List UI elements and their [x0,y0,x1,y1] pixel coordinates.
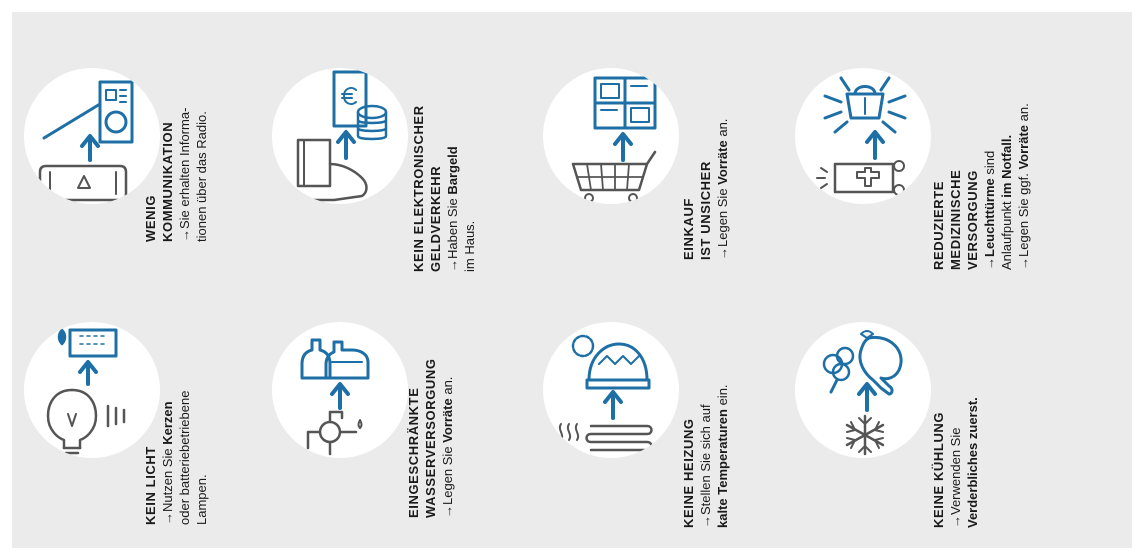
item-text-block: KEINE KÜHLUNG →Verwenden Sie Verderblich… [930,318,981,528]
item-text-bold: Bargeld [445,146,460,195]
arrow-icon: → [160,512,175,525]
item-title: KOMMUNIKATION [160,121,175,242]
item-text: an. [715,118,730,141]
arrow-icon: → [177,229,192,242]
item-body-line: Verderbliches zuerst. [964,318,981,528]
item-text: Haben Sie [445,194,460,259]
item-text: Stellen Sie sich auf [698,404,713,515]
item-title: EINKAUF [681,198,696,260]
item-title: KEIN LICHT [143,446,158,525]
item-text-block: WENIG KOMMUNIKATION →Sie erhalten Inform… [142,42,210,242]
item-title: WENIG [143,194,158,242]
phone-radio-icon [24,68,160,204]
arrow-icon: → [698,515,713,528]
item-body-line: →Legen Sie Vorräte an. [439,298,456,518]
item-text-block: KEINE HEIZUNG →Stellen Sie sich auf kalt… [680,318,731,528]
item-text-bold: Vorräte [440,398,455,443]
item-body-line: →Haben Sie Bargeld [444,32,461,272]
item-text: Verwenden Sie [948,427,963,515]
item-body-line: →Stellen Sie sich auf [697,318,714,528]
snowflake-food-icon [795,322,931,458]
item-text-bold: Kerzen [160,401,175,445]
item-text-bold: Vorräte [1016,124,1031,170]
arrow-icon: → [440,505,455,518]
item-text-bold: Vorräte [715,140,730,185]
item-text: oder batteriebetriebene [177,390,192,525]
item-body-line: →Leuchttürme sind [981,20,998,270]
item-body-line: →Verwenden Sie [947,318,964,528]
item-body-line: oder batteriebetriebene [176,325,193,525]
item-text: ein. [715,384,730,410]
item-text: tionen über das Radio. [194,111,209,242]
lightbulb-candle-icon [24,322,160,458]
cart-shelves-icon [543,68,679,204]
item-text: an. [1016,103,1031,125]
item-text: Sie erhalten Informa- [177,107,192,229]
item-title: KEINE HEIZUNG [681,418,696,528]
item-title: KEINE KÜHLUNG [931,411,946,528]
item-text: an. [440,376,455,399]
heater-hat-icon [543,322,679,458]
arrow-icon: → [715,247,730,260]
item-body-line: →Legen Sie ggf. Vorräte an. [1015,20,1032,270]
item-title: EINGESCHRÄNKTE [406,387,421,518]
item-title: MEDIZINISCHE [948,169,963,270]
item-body-line: →Sie erhalten Informa- [176,42,193,242]
item-title: VERSORGUNG [965,170,980,270]
item-text-bold: Verderbliches zuerst. [965,397,980,528]
item-text-block: EINGESCHRÄNKTE WASSERVERSORGUNG →Legen S… [405,298,456,518]
item-body-line: →Legen Sie Vorräte an. [714,60,731,260]
arrow-icon: → [948,515,963,528]
item-title: IST UNSICHER [698,161,713,260]
item-text-block: KEIN ELEKTRONISCHER GELDVERKEHR →Haben S… [410,32,478,272]
item-text: Legen Sie [715,184,730,247]
card-cash-icon [272,68,408,204]
item-body-line: Anlaufpunkt im Notfall. [998,20,1015,270]
item-text-bold: im Notfall. [999,134,1014,198]
item-body-line: tionen über das Radio. [193,42,210,242]
item-title: KEIN ELEKTRONISCHER [411,105,426,272]
item-text: Lampen. [194,474,209,525]
item-text-bold: kalte Temperaturen [715,409,730,528]
item-text: Legen Sie ggf. [1016,169,1031,257]
item-body-line: kalte Temperaturen ein. [714,318,731,528]
arrow-icon: → [982,257,997,270]
arrow-icon: → [1016,257,1031,270]
item-text-bold: Leuchttürme [982,178,997,257]
item-text: sind [982,150,997,179]
water-pump-bottles-icon [272,322,408,458]
item-text-block: REDUZIERTE MEDIZINISCHE VERSORGUNG →Leuc… [930,20,1032,270]
item-body-line: Lampen. [193,325,210,525]
item-text: Anlaufpunkt [999,197,1014,270]
item-body-line: →Nutzen Sie Kerzen [159,325,176,525]
item-text-block: EINKAUF IST UNSICHER →Legen Sie Vorräte … [680,60,731,260]
arrow-icon: → [445,259,460,272]
item-title: GELDVERKEHR [428,165,443,272]
item-text-block: KEIN LICHT →Nutzen Sie Kerzen oder batte… [142,325,210,525]
item-text: Legen Sie [440,442,455,505]
item-text: im Haus. [462,220,477,272]
item-body-line: im Haus. [461,32,478,272]
lighthouse-ambulance-icon [795,68,931,204]
item-title: REDUZIERTE [931,180,946,270]
item-title: WASSERVERSORGUNG [423,358,438,518]
item-text: Nutzen Sie [160,444,175,512]
